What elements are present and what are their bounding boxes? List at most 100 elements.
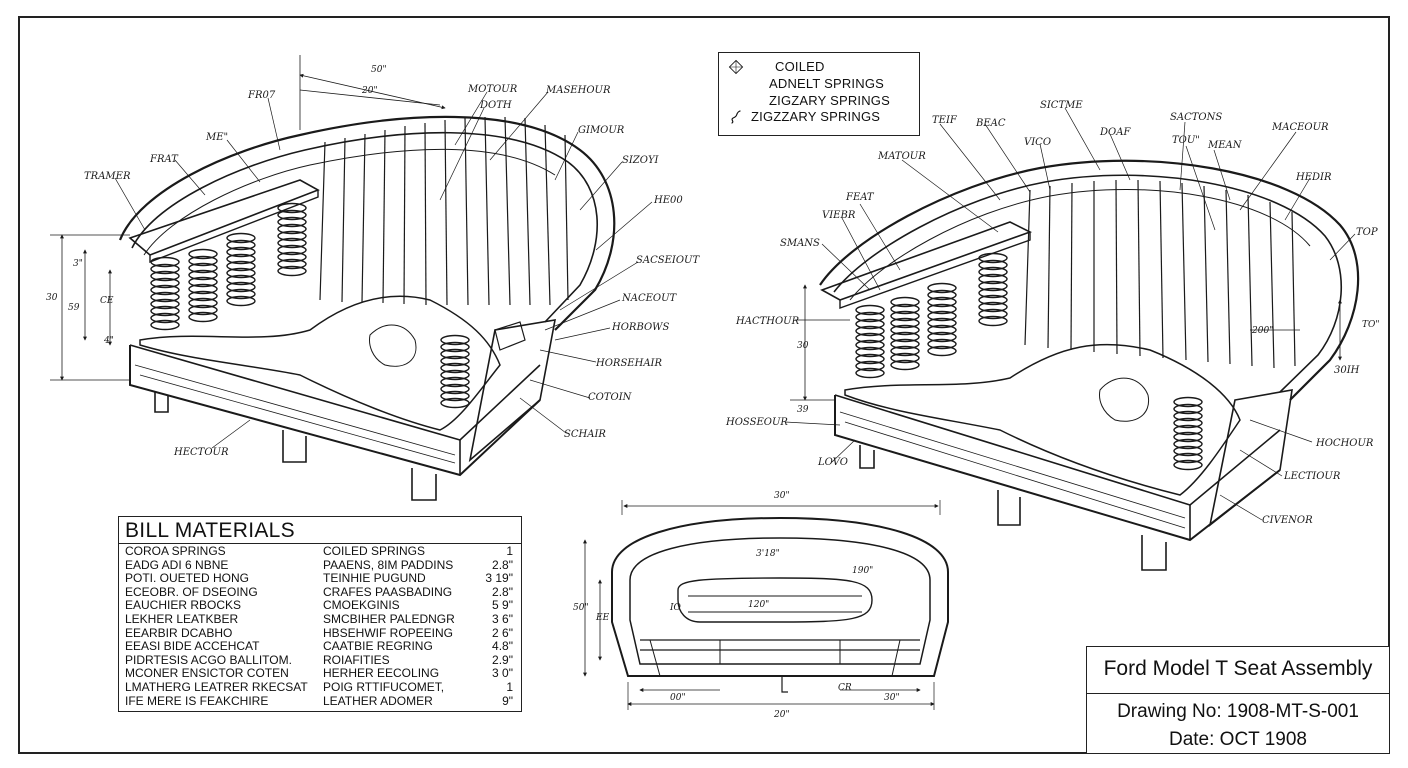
bom-material: ROIAFITIES xyxy=(323,653,390,667)
legend-item-adnelt: ADNELT SPRINGS xyxy=(769,76,885,91)
legend-item-zigzzary: ZIGZZARY SPRINGS xyxy=(751,109,881,124)
dim-section-width: 30" xyxy=(774,491,790,501)
bom-qty: 2.9" xyxy=(492,652,513,667)
bom-qty: 9" xyxy=(502,693,513,708)
bom-qty: 5 9" xyxy=(492,598,513,613)
bom-qty: 2 6" xyxy=(492,625,513,640)
label-lectiour: LECTIOUR xyxy=(1283,471,1341,482)
drawing-title: Ford Model T Seat Assembly xyxy=(1103,657,1373,680)
dim-30: 30 xyxy=(46,293,58,303)
label-he00: HE00 xyxy=(653,195,683,206)
dim-20: 20" xyxy=(361,86,378,96)
label-matour: MATOUR xyxy=(877,151,926,162)
label-maceour: MACEOUR xyxy=(1271,122,1329,133)
bom-row: COROA SPRINGS COILED SPRINGS 1 xyxy=(125,544,515,559)
dim-section-00: 00" xyxy=(670,693,686,703)
label-doth: DOTH xyxy=(479,100,512,111)
bom-row: MCONER ENSICTOR COTEN HERHER EECOLING 3 0" xyxy=(125,667,515,681)
bom-material: CAATBIE REGRING xyxy=(323,640,433,654)
label-feat: FEAT xyxy=(845,192,875,203)
label-naceout: NACEOUT xyxy=(621,293,678,304)
label-doaf: DOAF xyxy=(1099,127,1131,138)
label-horbows: HORBOWS xyxy=(611,322,669,333)
bom-material: PAAENS, 8IM PADDINS xyxy=(323,558,454,572)
dim-section-cr: CR xyxy=(838,683,852,693)
label-sictme: SICTME xyxy=(1040,100,1083,111)
bom-material: TEINHIE PUGUND xyxy=(323,572,426,586)
dim-section-190: 190" xyxy=(852,566,873,576)
label-lovo: LOVO xyxy=(817,457,848,468)
dim-section-height: 50" xyxy=(573,603,589,613)
bom-qty: 3 0" xyxy=(492,666,513,681)
label-mean: MEAN xyxy=(1207,140,1243,151)
bom-part: EEASI BIDE ACCEHCAT xyxy=(125,640,260,654)
sheet-border xyxy=(18,16,1390,754)
label-beac: BEAC xyxy=(975,118,1006,129)
label-hedir: HEDIR xyxy=(1295,172,1332,183)
bom-row: IFE MERE IS FEAKCHIRE LEATHER ADOMER 9" xyxy=(125,693,515,709)
bom-material: CMOEKGINIS xyxy=(323,599,400,613)
label-masehour: MASEHOUR xyxy=(545,85,611,96)
label-frat: FRAT xyxy=(149,154,179,165)
bom-part: IFE MERE IS FEAKCHIRE xyxy=(125,694,269,708)
bill-of-materials: BILL MATERIALS COROA SPRINGS COILED SPRIN… xyxy=(118,516,522,712)
label-sactons: SACTONS xyxy=(1170,112,1222,123)
label-vico: VICO xyxy=(1024,137,1051,148)
spring-icon xyxy=(731,110,741,124)
bom-qty: 1 xyxy=(506,679,513,694)
bom-title: BILL MATERIALS xyxy=(125,519,295,542)
bom-part: LMATHERG LEATRER RKECSAT xyxy=(125,680,308,694)
dim-59: 59 xyxy=(68,303,80,313)
label-horsehair: HORSEHAIR xyxy=(595,358,662,369)
dim-section-io: IO xyxy=(669,603,682,613)
label-civenor: CIVENOR xyxy=(1262,515,1313,526)
dim-section-20: 20" xyxy=(773,710,790,720)
dim-section-30: 30" xyxy=(884,693,900,703)
diamond-icon xyxy=(728,59,744,75)
bom-part: EEARBIR DCABHO xyxy=(125,626,233,640)
bom-part: MCONER ENSICTOR COTEN xyxy=(125,667,289,681)
bom-material: HERHER EECOLING xyxy=(323,667,440,681)
label-cotoin: COTOIN xyxy=(588,392,633,403)
dim-39-right: 39 xyxy=(797,405,809,415)
label-tou: TOU" xyxy=(1172,135,1200,146)
bom-qty: 2.8" xyxy=(492,584,513,599)
spring-legend: COILED ADNELT SPRINGS ZIGZARY SPRINGS ZI… xyxy=(718,52,920,136)
label-motour: MOTOUR xyxy=(467,84,518,95)
label-schair: SCHAIR xyxy=(564,429,606,440)
label-hochour: HOCHOUR xyxy=(1315,438,1374,449)
label-30ih: 30IH xyxy=(1334,365,1360,376)
dim-section-120: 120" xyxy=(748,600,769,610)
bom-material: COILED SPRINGS xyxy=(323,545,426,558)
title-block: Ford Model T Seat Assembly Drawing No: 1… xyxy=(1086,646,1390,754)
dim-3in: 3" xyxy=(73,259,83,269)
bom-qty: 1 xyxy=(506,544,513,558)
bom-part: EAUCHIER RBOCKS xyxy=(125,599,242,613)
drawing-number: Drawing No: 1908-MT-S-001 xyxy=(1117,701,1359,722)
label-smans: SMANS xyxy=(780,238,820,249)
label-sacseiout: SACSEIOUT xyxy=(636,255,700,266)
title-block-divider xyxy=(1087,693,1389,694)
bom-part: LEKHER LEATKBER xyxy=(125,612,239,626)
bom-qty: 4.8" xyxy=(492,639,513,654)
bom-row: PIDRTESIS ACGO BALLITOM. ROIAFITIES 2.9" xyxy=(125,652,515,668)
dim-4in: 4" xyxy=(103,336,114,346)
dim-50: 50" xyxy=(371,65,387,75)
dim-to: TO" xyxy=(1362,320,1380,330)
label-top: TOP xyxy=(1356,227,1378,238)
right-isometric-view xyxy=(784,107,1360,571)
bom-material: SMCBIHER PALEDNGR xyxy=(323,612,455,626)
bom-material: LEATHER ADOMER xyxy=(323,694,433,708)
label-viebr: VIEBR xyxy=(822,210,856,221)
bom-part: PIDRTESIS ACGO BALLITOM. xyxy=(125,653,292,667)
dim-section-ee: EE xyxy=(595,613,610,623)
bom-part: COROA SPRINGS xyxy=(125,545,226,558)
